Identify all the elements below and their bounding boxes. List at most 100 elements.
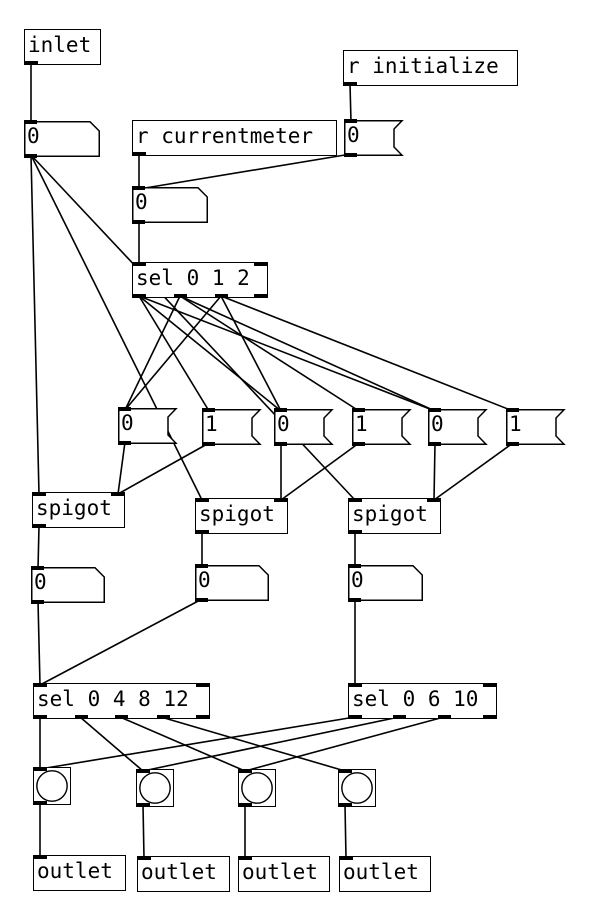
r-initialize-object[interactable]: r initialize [343,50,518,86]
outlet-port[interactable] [349,715,362,719]
outlet-port[interactable] [133,152,146,156]
outlet-port[interactable] [215,294,228,298]
message-box-1b[interactable]: 1 [352,408,412,446]
patch-cord[interactable] [179,295,436,412]
message-box-init[interactable]: 0 [344,119,404,157]
patch-cord[interactable] [138,295,282,412]
outlet-port[interactable] [196,715,209,719]
inlet-port[interactable] [118,407,131,411]
patch-cord[interactable] [280,442,360,501]
number-box-inlet[interactable]: 0 [24,120,100,158]
outlet-port[interactable] [115,715,128,719]
outlet-port[interactable] [506,442,519,446]
patch-cord[interactable] [79,716,144,772]
inlet-port[interactable] [239,769,252,773]
patch-cord[interactable] [160,716,346,772]
inlet-port[interactable] [132,186,145,190]
patch-cord[interactable] [30,154,40,495]
outlet-port[interactable] [349,530,362,534]
inlet-port[interactable] [427,498,440,502]
outlet-port[interactable] [344,153,357,157]
patch-cord[interactable] [37,525,40,570]
bang-button[interactable] [238,769,276,807]
inlet-port[interactable] [138,856,151,860]
outlet-port[interactable] [239,803,252,807]
outlet-port[interactable] [137,803,150,807]
outlet-port[interactable] [344,82,357,86]
outlet-port[interactable] [195,598,208,602]
patch-cord[interactable] [39,716,356,770]
outlet-port[interactable] [24,154,37,158]
outlet-port[interactable] [132,220,145,224]
inlet-port[interactable] [428,408,441,412]
outlet-port[interactable] [196,530,209,534]
number-box-a[interactable]: 0 [31,566,105,604]
patch-cord[interactable] [433,442,514,501]
bang-button[interactable] [136,769,174,807]
inlet-port[interactable] [348,564,361,568]
inlet-object[interactable]: inlet [24,29,101,65]
patch-cord[interactable] [124,295,181,411]
inlet-port[interactable] [274,408,287,412]
inlet-port[interactable] [34,767,47,771]
inlet-port[interactable] [239,856,252,860]
message-box-1c[interactable]: 1 [506,408,566,446]
outlet-port[interactable] [428,442,441,446]
inlet-port[interactable] [34,855,47,859]
inlet-port[interactable] [349,498,362,502]
inlet-port[interactable] [31,566,44,570]
patch-cord[interactable] [119,716,246,772]
message-box-0c[interactable]: 0 [428,408,488,446]
inlet-port[interactable] [254,262,267,266]
outlet-port[interactable] [34,801,47,805]
outlet-port[interactable] [438,715,451,719]
outlet-port[interactable] [25,61,38,65]
outlet-port[interactable] [31,600,44,604]
spigot-object-a[interactable]: spigot [32,492,125,528]
patch-cord[interactable] [244,716,445,772]
outlet-port[interactable] [348,598,361,602]
outlet-object-2[interactable]: outlet [137,856,230,892]
inlet-port[interactable] [274,498,287,502]
number-box-c[interactable]: 0 [348,564,423,602]
patch-cord[interactable] [142,804,145,859]
sel-0-6-10-object[interactable]: sel 0 6 10 [348,683,497,719]
outlet-port[interactable] [393,715,406,719]
outlet-object-3[interactable]: outlet [238,856,330,892]
outlet-port[interactable] [157,715,170,719]
patch-cord[interactable] [433,442,436,501]
inlet-port[interactable] [195,564,208,568]
outlet-port[interactable] [274,442,287,446]
patch-cord[interactable] [37,600,41,686]
outlet-port[interactable] [254,294,267,298]
inlet-port[interactable] [33,492,46,496]
inlet-port[interactable] [24,120,37,124]
number-box-b[interactable]: 0 [195,564,269,602]
bang-button[interactable] [338,769,376,807]
patch-cord[interactable] [220,295,282,412]
sel-0-1-2-object[interactable]: sel 0 1 2 [132,262,268,298]
inlet-port[interactable] [196,683,209,687]
patch-cord[interactable] [138,153,352,190]
patch-cord[interactable] [117,442,210,495]
message-box-0b[interactable]: 0 [274,408,334,446]
patch-cord[interactable] [39,598,203,686]
patch-cord[interactable] [179,295,360,412]
inlet-port[interactable] [340,856,353,860]
patch-cord[interactable] [117,441,126,495]
outlet-port[interactable] [174,294,187,298]
outlet-port[interactable] [118,441,131,445]
inlet-port[interactable] [352,408,365,412]
sel-0-4-8-12-object[interactable]: sel 0 4 8 12 [33,683,210,719]
outlet-object-4[interactable]: outlet [339,856,431,892]
outlet-port[interactable] [483,715,496,719]
outlet-port[interactable] [202,442,215,446]
inlet-port[interactable] [202,408,215,412]
bang-button[interactable] [33,767,71,805]
inlet-port[interactable] [133,262,146,266]
outlet-port[interactable] [339,803,352,807]
inlet-port[interactable] [344,119,357,123]
patch-cord[interactable] [138,295,210,412]
outlet-port[interactable] [34,715,47,719]
patch-cord[interactable] [142,716,400,772]
